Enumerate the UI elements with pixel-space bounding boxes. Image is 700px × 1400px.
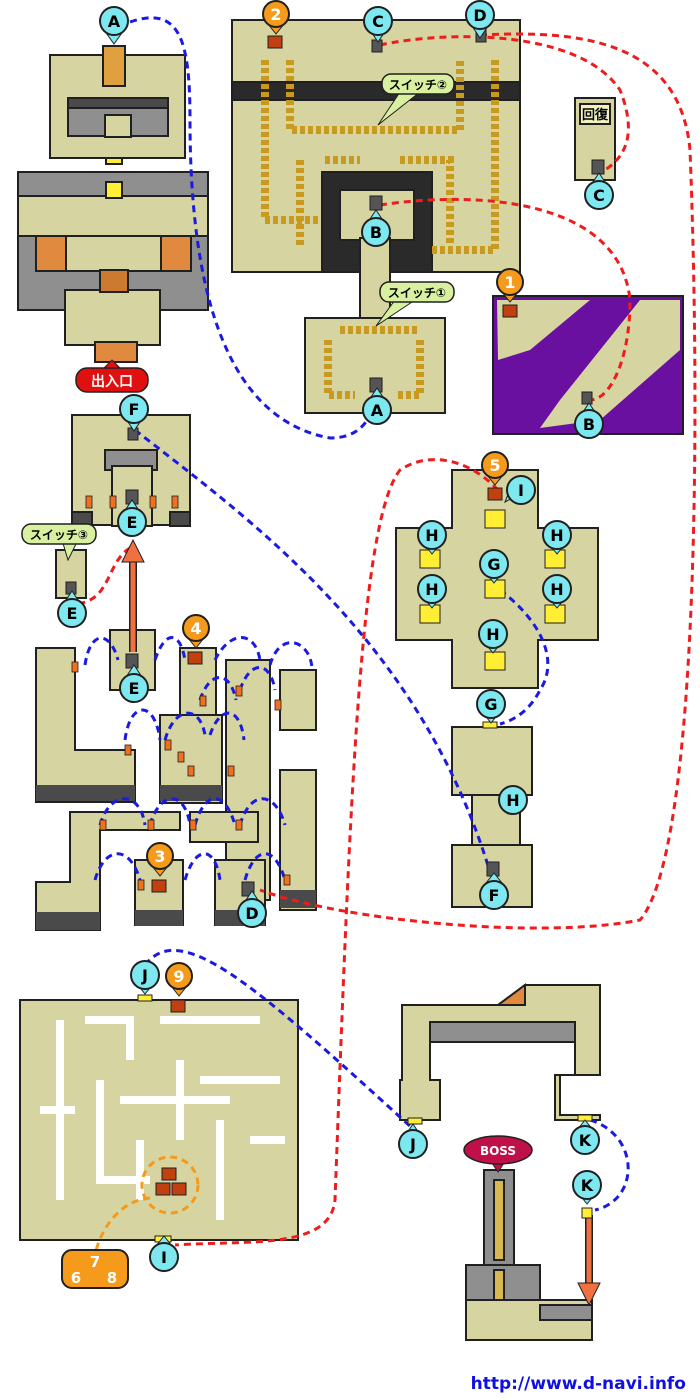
- chest-badge-7-label: 7: [90, 1253, 100, 1271]
- marker-c-heal: C: [584, 172, 614, 210]
- chest-badge-6-label: 6: [71, 1269, 81, 1287]
- room-entrance-hall: [17, 45, 209, 363]
- chest-badge-1: 1: [496, 268, 524, 303]
- marker-b-center: B: [361, 209, 391, 247]
- marker-b-poison: B: [574, 402, 604, 439]
- chest-icons: [151, 35, 518, 1196]
- chest-badge-678: 7 6 8: [61, 1249, 129, 1289]
- marker-k-boss-label: K: [581, 1176, 594, 1195]
- marker-a-maze: A: [362, 387, 392, 425]
- chest-badge-9-label: 9: [173, 967, 184, 986]
- marker-f-corridor: F: [479, 872, 509, 910]
- red-link-lines: [68, 32, 697, 1247]
- marker-e-wing: E: [117, 499, 147, 537]
- site-url: http://www.d-navi.info: [470, 1374, 686, 1394]
- marker-a-top: A: [99, 6, 129, 45]
- marker-d-hall: D: [237, 890, 267, 928]
- marker-g-corridor: G: [476, 689, 506, 724]
- marker-d-top: D: [465, 0, 495, 39]
- marker-j-arch-label: J: [409, 1135, 416, 1154]
- chest-badge-3: 3: [146, 842, 174, 877]
- switch-callout-2: スイッチ②: [377, 73, 455, 126]
- room-pillar-hall: [35, 629, 317, 931]
- room-labyrinth: [19, 999, 299, 1241]
- marker-h-3: H: [417, 574, 447, 609]
- chest-badge-1-label: 1: [504, 273, 515, 292]
- entrance-label: 出入口: [91, 373, 133, 390]
- marker-a-maze-label: A: [371, 401, 384, 420]
- marker-h-2: H: [542, 520, 572, 555]
- marker-k-arch: K: [570, 1119, 600, 1155]
- marker-f-corridor-label: F: [489, 886, 500, 905]
- marker-j-labyrinth-label: J: [141, 966, 148, 985]
- switch-callout-3-label: スイッチ③: [30, 528, 88, 542]
- marker-h-corridor-label: H: [506, 791, 519, 810]
- marker-e-switch-label: E: [67, 604, 78, 623]
- marker-f-top-label: F: [129, 400, 140, 419]
- marker-k-boss: K: [572, 1170, 602, 1205]
- marker-h-2-label: H: [550, 526, 563, 545]
- marker-h-1: H: [417, 520, 447, 555]
- arrows: [121, 538, 601, 1307]
- marker-c-top: C: [363, 6, 393, 43]
- marker-h-corridor: H: [498, 785, 528, 815]
- door-tiles: [137, 509, 593, 1243]
- marker-j-arch: J: [398, 1123, 428, 1159]
- blue-link-lines: [83, 16, 630, 1212]
- boss-callout: BOSS: [463, 1135, 533, 1173]
- switch-callout-2-label: スイッチ②: [389, 78, 447, 92]
- marker-e-switch: E: [57, 590, 87, 628]
- heal-label: 回復: [582, 107, 609, 123]
- chest-badge-5: 5: [481, 451, 509, 486]
- chest-badge-2-label: 2: [270, 5, 281, 24]
- chest-badge-9: 9: [165, 962, 193, 997]
- marker-d-hall-label: D: [245, 904, 258, 923]
- marker-e-hall: E: [119, 664, 149, 703]
- chest-badge-3-label: 3: [154, 847, 165, 866]
- marker-h-4: H: [542, 574, 572, 609]
- marker-g-cross: G: [479, 549, 509, 584]
- maze-block-paths: [261, 60, 499, 399]
- room-f-wing: [55, 414, 191, 599]
- marker-c-top-label: C: [372, 12, 384, 31]
- marker-h-5: H: [478, 619, 508, 654]
- marker-b-poison-label: B: [583, 415, 595, 434]
- switch-callout-1-label: スイッチ①: [388, 286, 446, 300]
- marker-i-labyrinth: I: [149, 1235, 179, 1272]
- marker-a-top-label: A: [108, 12, 121, 31]
- room-poison: [492, 295, 684, 435]
- switch-callout-3: スイッチ③: [21, 523, 97, 562]
- chest-badge-5-label: 5: [489, 456, 500, 475]
- chest-badge-4: 4: [182, 614, 210, 649]
- marker-d-top-label: D: [473, 6, 486, 25]
- chest-badge-8-label: 8: [107, 1269, 117, 1287]
- door-markers: [71, 495, 291, 891]
- marker-g-corridor-label: G: [484, 695, 497, 714]
- boss-label: BOSS: [480, 1144, 516, 1158]
- marker-k-arch-label: K: [579, 1131, 592, 1150]
- marker-b-center-label: B: [370, 223, 382, 242]
- marker-i-cross-label: I: [518, 481, 524, 500]
- entrance-callout: 出入口: [75, 359, 149, 393]
- marker-i-cross: I: [504, 475, 536, 505]
- marker-h-4-label: H: [550, 580, 563, 599]
- room-heal: [574, 97, 616, 181]
- marker-e-wing-label: E: [127, 513, 138, 532]
- marker-i-labyrinth-label: I: [161, 1248, 167, 1267]
- marker-f-top: F: [119, 394, 149, 432]
- room-arch: [399, 983, 601, 1121]
- room-boss: [465, 1169, 593, 1341]
- switch-callout-1: スイッチ①: [375, 281, 455, 327]
- marker-h-1-label: H: [425, 526, 438, 545]
- marker-j-labyrinth: J: [130, 960, 160, 995]
- chest-badge-2: 2: [262, 0, 290, 35]
- marker-c-heal-label: C: [593, 186, 605, 205]
- marker-g-cross-label: G: [487, 555, 500, 574]
- marker-h-3-label: H: [425, 580, 438, 599]
- orange-link-lines: [93, 1155, 200, 1256]
- marker-h-5-label: H: [486, 625, 499, 644]
- chest-badge-4-label: 4: [190, 619, 201, 638]
- marker-e-hall-label: E: [129, 679, 140, 698]
